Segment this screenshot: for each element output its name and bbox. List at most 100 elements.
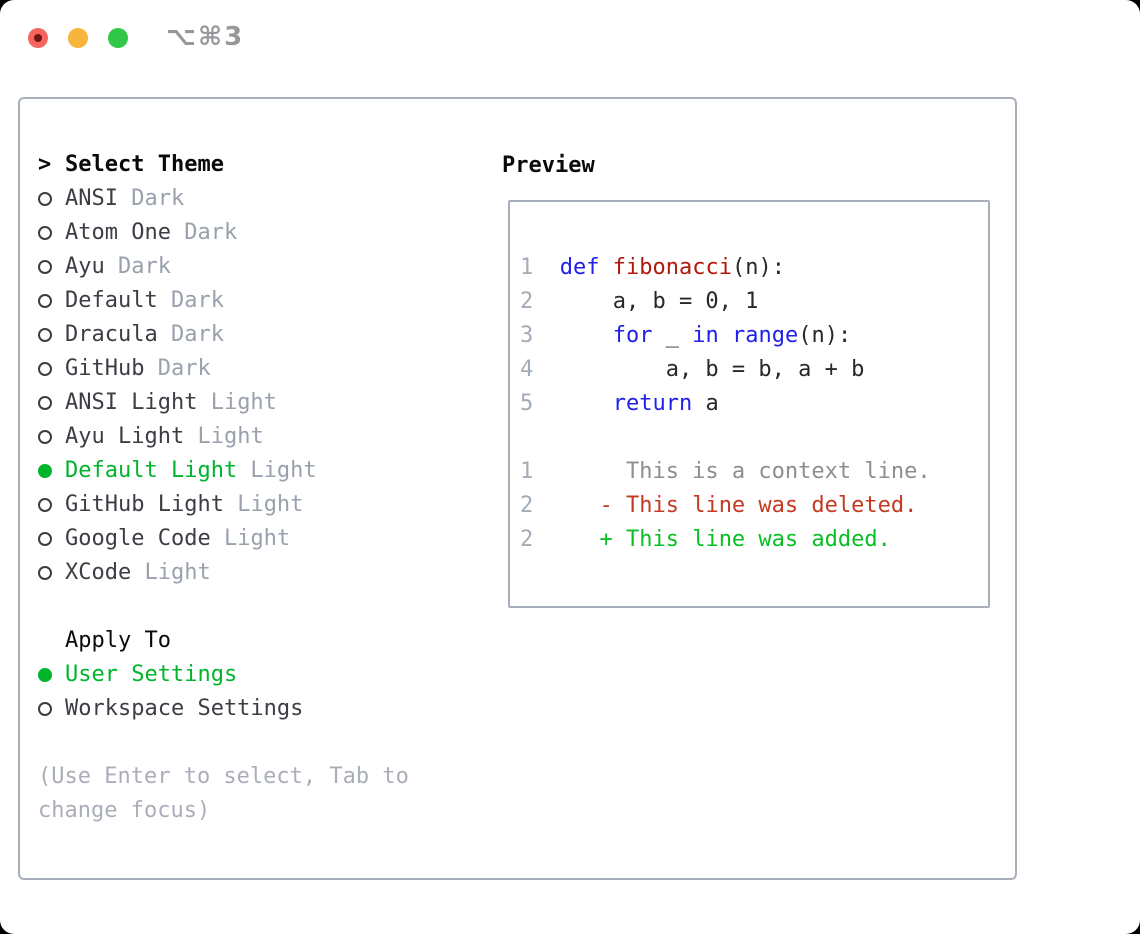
theme-name: Ayu Light (65, 424, 185, 449)
code-token: a (692, 391, 719, 416)
indent-spacer (38, 624, 65, 658)
theme-variant: Dark (170, 220, 238, 245)
theme-name: Default (65, 288, 158, 313)
theme-name: Google Code (65, 526, 211, 551)
theme-name: Default Light (65, 458, 238, 483)
theme-variant: Dark (144, 356, 211, 381)
code-token: (n): (731, 255, 785, 280)
theme-variant: Light (210, 526, 291, 551)
code-token: (n): (798, 323, 852, 348)
apply-to-header: Apply To (38, 624, 303, 658)
theme-name: ANSI Light (65, 390, 198, 415)
theme-name: ANSI (65, 186, 118, 211)
selection-caret-icon: > (38, 152, 52, 177)
minimize-button[interactable] (68, 28, 88, 48)
traffic-lights (28, 28, 128, 48)
theme-option[interactable]: GitHub Light Light (38, 488, 317, 522)
code-token: fibonacci (612, 255, 732, 280)
theme-variant: Dark (157, 322, 224, 347)
radio-icon (38, 420, 65, 454)
apply-to-option[interactable]: Workspace Settings (38, 692, 303, 726)
line-number: 3 (520, 323, 534, 348)
hint-line: change focus) (38, 794, 409, 828)
theme-option[interactable]: Dracula Dark (38, 318, 317, 352)
theme-option[interactable]: Default Light Light (38, 454, 317, 488)
line-number: 1 (520, 255, 534, 280)
code-token (560, 527, 600, 552)
theme-variant: Dark (117, 186, 185, 211)
line-number: 5 (520, 391, 534, 416)
radio-icon (38, 386, 65, 420)
code-token: a, b = 0, 1 (559, 289, 759, 314)
code-line: 2 a, b = 0, 1 (520, 285, 931, 319)
code-token: _ (652, 323, 693, 348)
keyboard-hint: (Use Enter to select, Tab to change focus… (38, 760, 409, 828)
line-number: 2 (520, 527, 534, 552)
code-token: return (612, 391, 693, 416)
theme-variant: Light (237, 458, 317, 483)
radio-icon (38, 522, 65, 556)
code-line: 1 This is a context line. (520, 455, 931, 489)
code-token (599, 255, 612, 280)
code-line (520, 421, 931, 455)
theme-name: GitHub Light (65, 492, 224, 517)
theme-option[interactable]: Ayu Dark (38, 250, 317, 284)
theme-option[interactable]: ANSI Light Light (38, 386, 317, 420)
code-token: This is a context line. (559, 459, 931, 484)
theme-list-header: > Select Theme (38, 148, 317, 182)
code-line: 2 - This line was deleted. (520, 489, 931, 523)
code-line: 3 for _ in range(n): (520, 319, 931, 353)
apply-to-option-label: Workspace Settings (65, 696, 304, 721)
theme-option[interactable]: XCode Light (38, 556, 317, 590)
line-number: 2 (520, 289, 534, 314)
theme-option[interactable]: Default Dark (38, 284, 317, 318)
radio-icon (38, 182, 65, 216)
theme-name: Atom One (65, 220, 171, 245)
window-title: ⌥⌘3 (166, 22, 245, 52)
theme-option[interactable]: Ayu Light Light (38, 420, 317, 454)
code-token: in (692, 323, 719, 348)
zoom-button[interactable] (108, 28, 128, 48)
line-number: 4 (520, 357, 534, 382)
apply-to-option[interactable]: User Settings (38, 658, 303, 692)
radio-icon (38, 692, 65, 726)
apply-to-option-label: User Settings (65, 662, 238, 687)
apply-to-header-label: Apply To (65, 628, 171, 653)
theme-option[interactable]: GitHub Dark (38, 352, 317, 386)
theme-variant: Light (197, 390, 277, 415)
close-button[interactable] (28, 28, 48, 48)
theme-option[interactable]: Google Code Light (38, 522, 317, 556)
code-token: + This line was added. (599, 527, 891, 552)
theme-name: Dracula (65, 322, 158, 347)
theme-variant: Light (223, 492, 304, 517)
theme-option[interactable]: ANSI Dark (38, 182, 317, 216)
preview-title: Preview (502, 153, 595, 178)
radio-icon (38, 556, 65, 590)
theme-variant: Dark (104, 254, 171, 279)
code-token (719, 323, 732, 348)
code-token: range (731, 323, 799, 348)
radio-selected-icon (38, 658, 65, 692)
code-token (560, 391, 613, 416)
theme-list-header-label: Select Theme (65, 152, 224, 177)
theme-name: XCode (65, 560, 132, 585)
line-number: 1 (520, 459, 534, 484)
radio-selected-icon (38, 454, 65, 488)
code-line: 4 a, b = b, a + b (520, 353, 931, 387)
code-line: 1 def fibonacci(n): (520, 251, 931, 285)
theme-name: GitHub (65, 356, 145, 381)
radio-icon (38, 318, 65, 352)
code-token (560, 493, 600, 518)
theme-variant: Light (184, 424, 264, 449)
code-token: def (559, 255, 600, 280)
theme-variant: Light (131, 560, 211, 585)
code-line: 2 + This line was added. (520, 523, 931, 557)
theme-option[interactable]: Atom One Dark (38, 216, 317, 250)
radio-icon (38, 216, 65, 250)
theme-name: Ayu (65, 254, 105, 279)
hint-text: change focus) (38, 798, 211, 823)
hint-line: (Use Enter to select, Tab to (38, 760, 409, 794)
